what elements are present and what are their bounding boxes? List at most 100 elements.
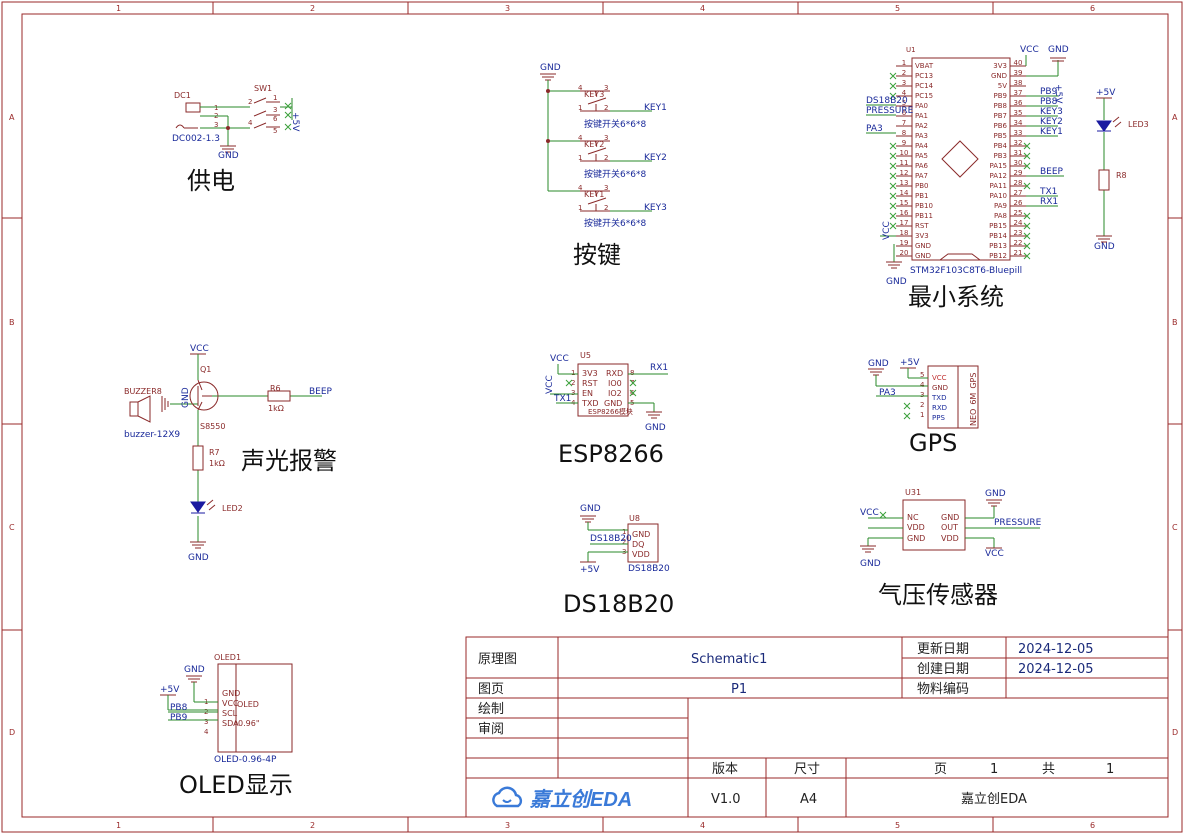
ds-gnd: GND bbox=[580, 504, 601, 514]
svg-text:2: 2 bbox=[571, 379, 575, 387]
svg-text:3: 3 bbox=[214, 121, 218, 129]
tb-size: A4 bbox=[800, 792, 817, 807]
mcu-pin-num-4: 4 bbox=[902, 89, 907, 97]
led3-ref: LED3 bbox=[1128, 120, 1149, 129]
svg-text:4: 4 bbox=[578, 184, 583, 192]
col-label-3: 3 bbox=[505, 4, 510, 13]
oled-block: OLED1 GND VCC SCL SDA 1 2 3 4 OLED 0.96"… bbox=[160, 653, 293, 799]
net-ds18b20-mcu: DS18B20 bbox=[866, 96, 908, 106]
noconnect-mark bbox=[1023, 182, 1031, 190]
mcu-pin-name-7: PA2 bbox=[915, 122, 928, 130]
key-ref-1: KEY1 bbox=[584, 190, 604, 199]
mcu-pin-name-2: PC13 bbox=[915, 72, 933, 80]
mcu-pin-name-36: PB8 bbox=[994, 102, 1007, 110]
r6-value: 1kΩ bbox=[268, 404, 284, 413]
noconnect-mark bbox=[1023, 142, 1031, 150]
svg-text:4: 4 bbox=[248, 119, 253, 127]
svg-text:2: 2 bbox=[604, 204, 608, 212]
noconnect-mark bbox=[889, 222, 897, 230]
svg-text:3: 3 bbox=[604, 84, 608, 92]
oled-v5: +5V bbox=[160, 685, 180, 695]
mcu-pin-num-26: 26 bbox=[1014, 199, 1023, 207]
mcu-pin-num-23: 23 bbox=[1014, 229, 1023, 237]
key-switch-1 bbox=[580, 90, 610, 112]
mcu-pin-name-14: PB1 bbox=[915, 192, 928, 200]
pressure-ref: U31 bbox=[905, 488, 921, 497]
noconnect-mark bbox=[1023, 152, 1031, 160]
led2-symbol bbox=[190, 501, 206, 514]
buzzer-symbol bbox=[129, 395, 151, 423]
col-label-6: 6 bbox=[1090, 4, 1095, 13]
tb-total: 1 bbox=[1106, 762, 1114, 777]
mcu-pin-name-8: PA3 bbox=[915, 132, 928, 140]
col-label-4-bottom: 4 bbox=[700, 821, 705, 830]
tb-label-total: 共 bbox=[1042, 762, 1055, 777]
gps-body bbox=[927, 365, 979, 429]
mcu-pin-num-13: 13 bbox=[900, 179, 909, 187]
mcu-title: 最小系统 bbox=[908, 283, 1004, 311]
svg-text:2: 2 bbox=[604, 104, 608, 112]
svg-text:VCC: VCC bbox=[222, 699, 239, 708]
tb-label-review: 审阅 bbox=[478, 722, 504, 737]
mcu-pin-name-1: VBAT bbox=[915, 62, 934, 70]
tb-label-schematic: 原理图 bbox=[478, 652, 517, 667]
net-key2: KEY2 bbox=[1040, 117, 1063, 127]
esp-vcc-top: VCC bbox=[550, 354, 569, 364]
mcu-pin-name-4: PC15 bbox=[915, 92, 933, 100]
mcu-pin-num-31: 31 bbox=[1014, 149, 1023, 157]
oled-net-pb8: PB8 bbox=[170, 703, 188, 713]
pressure-block: U31 NC VDD GND GND OUT VDD VCC GND GND V bbox=[860, 488, 1042, 609]
oled-ref: OLED1 bbox=[214, 653, 241, 662]
led3-v5: +5V bbox=[1096, 88, 1116, 98]
net-beep: BEEP bbox=[1040, 167, 1064, 177]
key-net-3: KEY3 bbox=[644, 203, 667, 213]
mcu-pin-num-1: 1 bbox=[902, 59, 906, 67]
cloud-icon bbox=[492, 786, 523, 808]
mcu-pin-num-18: 18 bbox=[900, 229, 909, 237]
sw-ref: SW1 bbox=[254, 84, 272, 93]
mcu-pin-num-34: 34 bbox=[1014, 119, 1023, 127]
tb-label-page: 页 bbox=[934, 762, 947, 777]
mcu-pin-name-18: 3V3 bbox=[915, 232, 929, 240]
key-ref-2: KEY2 bbox=[584, 140, 604, 149]
tb-label-version: 版本 bbox=[712, 762, 738, 777]
mcu-pin-num-29: 29 bbox=[1014, 169, 1023, 177]
mcu-pin-name-12: PA7 bbox=[915, 172, 928, 180]
tb-label-drawn: 绘制 bbox=[478, 702, 504, 717]
svg-text:NC: NC bbox=[907, 513, 919, 522]
oled-net-pb9: PB9 bbox=[170, 713, 188, 723]
q1-value: S8550 bbox=[200, 422, 225, 431]
mcu-pin-name-35: PB7 bbox=[994, 112, 1007, 120]
col-label-5-bottom: 5 bbox=[895, 821, 900, 830]
dc-jack-body bbox=[185, 102, 201, 113]
pressure-gnd-top: GND bbox=[985, 489, 1006, 499]
pressure-title: 气压传感器 bbox=[878, 581, 998, 609]
buzzer-ref: BUZZER8 bbox=[124, 387, 162, 396]
svg-text:OUT: OUT bbox=[941, 523, 958, 532]
row-label-a: A bbox=[9, 113, 15, 122]
key-switch-2 bbox=[580, 140, 610, 162]
col-label-4: 4 bbox=[700, 4, 705, 13]
mcu-pin-num-7: 7 bbox=[902, 119, 906, 127]
ds-net: DS18B20 bbox=[590, 534, 632, 544]
mcu-pin-num-3: 3 bbox=[902, 79, 906, 87]
mcu-pin-name-20: GND bbox=[915, 252, 931, 260]
svg-text:GND: GND bbox=[632, 530, 650, 539]
svg-text:1: 1 bbox=[273, 94, 277, 102]
mcu-pin-num-33: 33 bbox=[1014, 129, 1023, 137]
mcu-pin-name-32: PB4 bbox=[994, 142, 1008, 150]
mcu-ref: U1 bbox=[906, 46, 916, 54]
row-label-b: B bbox=[9, 318, 15, 327]
oled-label1: OLED bbox=[237, 700, 259, 709]
dc-jack-contact bbox=[175, 124, 198, 129]
tb-company: 嘉立创EDA bbox=[961, 792, 1027, 807]
mcu-pin-num-11: 11 bbox=[900, 159, 909, 167]
svg-text:4: 4 bbox=[920, 381, 925, 389]
mcu-pin-name-10: PA5 bbox=[915, 152, 928, 160]
svg-text:2: 2 bbox=[604, 154, 608, 162]
svg-text:VDD: VDD bbox=[907, 523, 925, 532]
led2-ref: LED2 bbox=[222, 504, 243, 513]
logo: 嘉立创EDA bbox=[492, 786, 632, 811]
